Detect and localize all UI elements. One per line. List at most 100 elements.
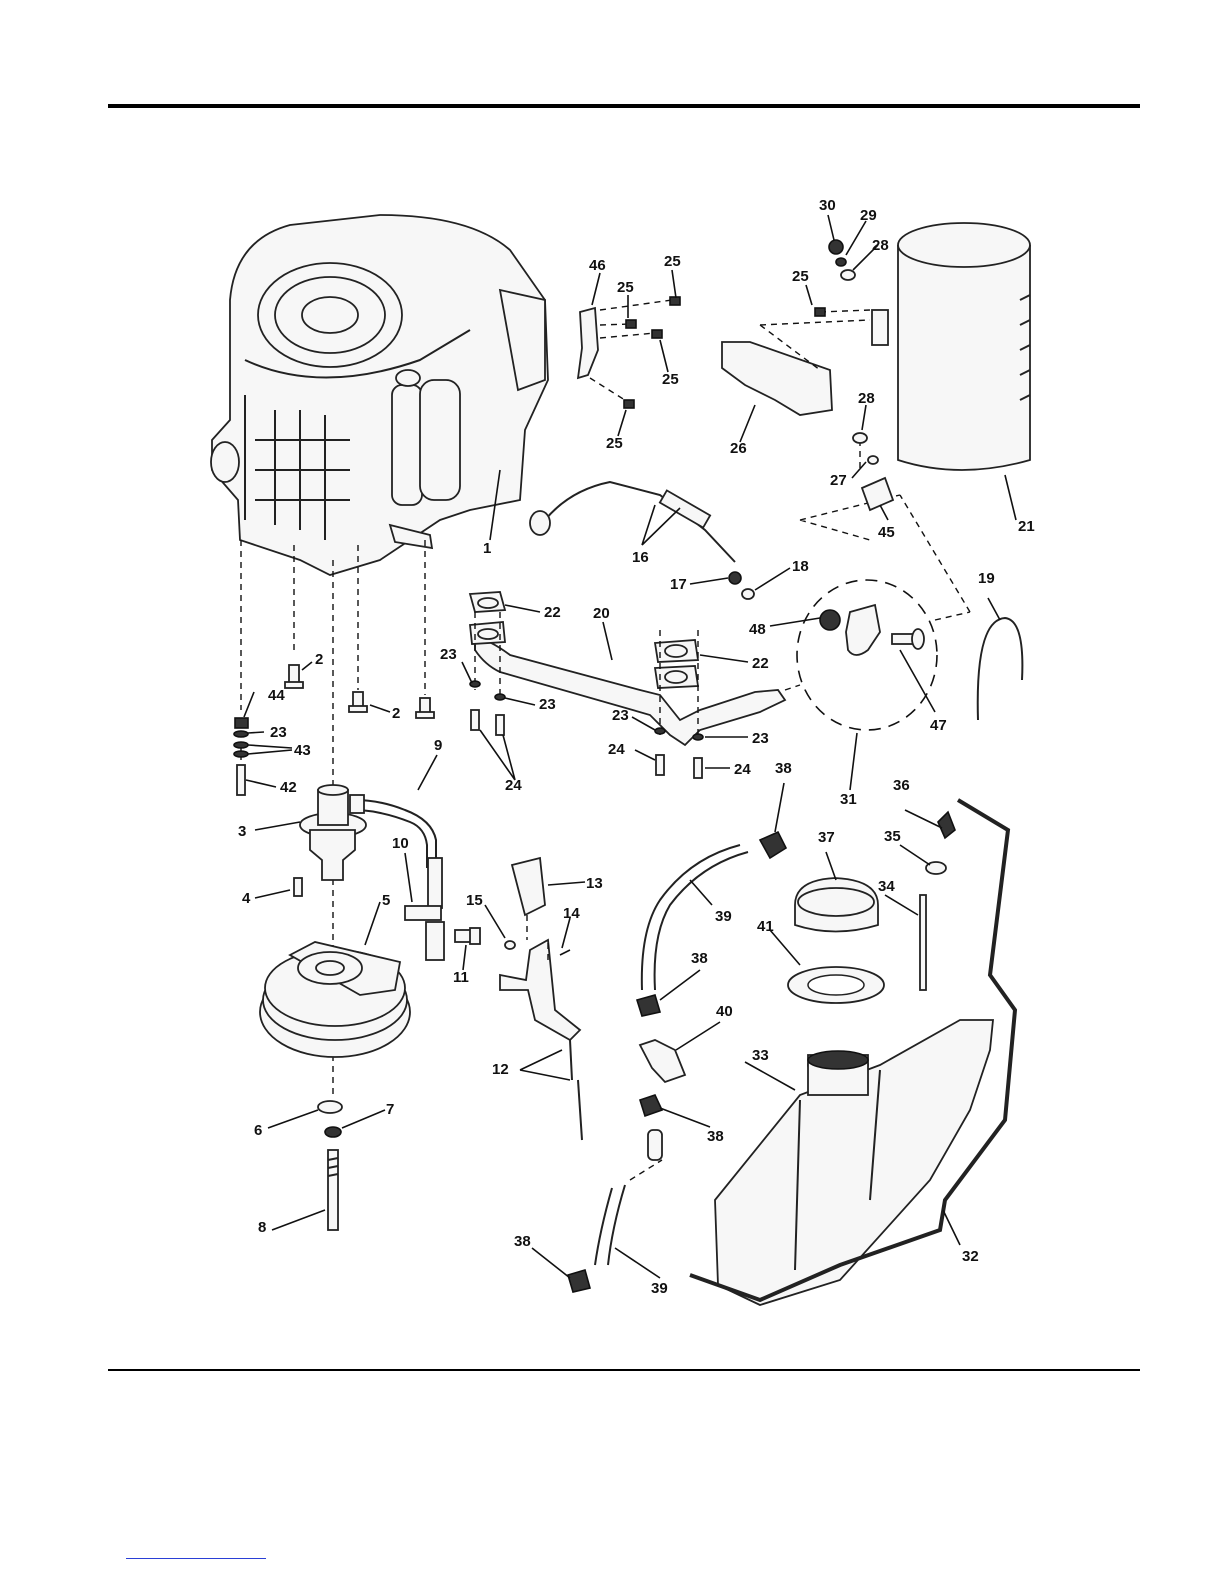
oil-drain-hose-9 <box>355 800 436 868</box>
fuel-cap-37 <box>795 878 878 932</box>
drain-valve-10 <box>405 858 444 960</box>
callout-12: 12 <box>492 1061 509 1078</box>
throttle-bracket <box>500 940 580 1040</box>
callout-10: 10 <box>392 835 409 852</box>
callout-8: 8 <box>258 1219 266 1236</box>
washer-18 <box>742 589 754 599</box>
bolt-11 <box>455 928 480 944</box>
callout-16: 16 <box>632 549 649 566</box>
callout-2: 2 <box>392 705 400 722</box>
washer-28 <box>841 270 855 280</box>
callout-23: 23 <box>440 646 457 663</box>
nut-30 <box>829 240 843 254</box>
callout-21: 21 <box>1018 518 1035 535</box>
strap-19 <box>978 618 1023 720</box>
callout-39: 39 <box>651 1280 668 1297</box>
callout-23: 23 <box>612 707 629 724</box>
bolt-2-mid <box>349 692 367 712</box>
pto-clutch-5 <box>260 942 410 1057</box>
callout-40: 40 <box>716 1003 733 1020</box>
callout-38: 38 <box>707 1128 724 1145</box>
sleeve-45 <box>862 478 893 510</box>
heat-shield-21 <box>872 223 1030 470</box>
callout-43: 43 <box>294 742 311 759</box>
washer-6 <box>318 1101 342 1113</box>
bracket-46 <box>578 308 598 378</box>
callout-24: 24 <box>608 741 625 758</box>
callout-19: 19 <box>978 570 995 587</box>
bolt-2-left <box>285 665 303 688</box>
callout-23: 23 <box>752 730 769 747</box>
lockwasher-7 <box>325 1127 341 1137</box>
nut-44 <box>235 718 248 728</box>
callout-13: 13 <box>586 875 603 892</box>
callout-1: 1 <box>483 540 491 557</box>
callout-32: 32 <box>962 1248 979 1265</box>
callout-15: 15 <box>466 892 483 909</box>
callout-47: 47 <box>930 717 947 734</box>
callout-9: 9 <box>434 737 442 754</box>
callout-6: 6 <box>254 1122 262 1139</box>
callout-42: 42 <box>280 779 297 796</box>
clamp-38a <box>760 832 786 858</box>
bracket-26 <box>722 342 832 415</box>
callout-25: 25 <box>617 279 634 296</box>
callout-30: 30 <box>819 197 836 214</box>
callout-24: 24 <box>505 777 522 794</box>
lockwasher-29 <box>836 258 846 266</box>
callout-2: 2 <box>315 651 323 668</box>
cable-12 <box>570 1040 582 1140</box>
exhaust-pipe-20 <box>475 637 785 745</box>
washer-15 <box>505 941 515 949</box>
callout-31: 31 <box>840 791 857 808</box>
callout-22: 22 <box>752 655 769 672</box>
screw-25a <box>670 297 680 305</box>
detail-circle-31 <box>797 580 937 730</box>
callout-11: 11 <box>453 969 469 986</box>
key-4 <box>294 878 302 896</box>
callout-27: 27 <box>830 472 847 489</box>
callout-4: 4 <box>242 890 251 907</box>
callout-38: 38 <box>691 950 708 967</box>
callout-28: 28 <box>858 390 875 407</box>
callout-33: 33 <box>752 1047 769 1064</box>
callout-25: 25 <box>792 268 809 285</box>
callout-23: 23 <box>270 724 287 741</box>
callout-25: 25 <box>664 253 681 270</box>
callout-28: 28 <box>872 237 889 254</box>
engine-illustration <box>211 215 548 575</box>
callout-18: 18 <box>792 558 809 575</box>
tube-34 <box>920 895 926 990</box>
callout-45: 45 <box>878 524 895 541</box>
bolt-24a <box>471 710 479 730</box>
elbow-36 <box>938 812 955 838</box>
clamp-38b <box>637 995 660 1016</box>
fuel-valve-40 <box>640 1040 685 1082</box>
fuel-line-39b <box>595 1185 625 1265</box>
callout-5: 5 <box>382 892 390 909</box>
callout-35: 35 <box>884 828 901 845</box>
nut-48 <box>820 610 840 630</box>
screw-27 <box>868 456 878 464</box>
callout-25: 25 <box>662 371 679 388</box>
clamp-38c <box>640 1095 662 1116</box>
callout-7: 7 <box>386 1101 394 1118</box>
nut-17 <box>729 572 741 584</box>
callout-24: 24 <box>734 761 751 778</box>
callout-29: 29 <box>860 207 877 224</box>
callout-25: 25 <box>606 435 623 452</box>
screw-14 <box>560 950 570 955</box>
callout-36: 36 <box>893 777 910 794</box>
callout-17: 17 <box>670 576 687 593</box>
callout-41: 41 <box>757 918 774 935</box>
clamp-47a <box>846 605 880 655</box>
callout-23: 23 <box>539 696 556 713</box>
callout-20: 20 <box>593 605 610 622</box>
callout-14: 14 <box>563 905 580 922</box>
callout-34: 34 <box>878 878 895 895</box>
bolt-2-right <box>416 698 434 718</box>
callout-3: 3 <box>238 823 246 840</box>
knob-13 <box>512 858 545 915</box>
bolt-42 <box>237 765 245 795</box>
